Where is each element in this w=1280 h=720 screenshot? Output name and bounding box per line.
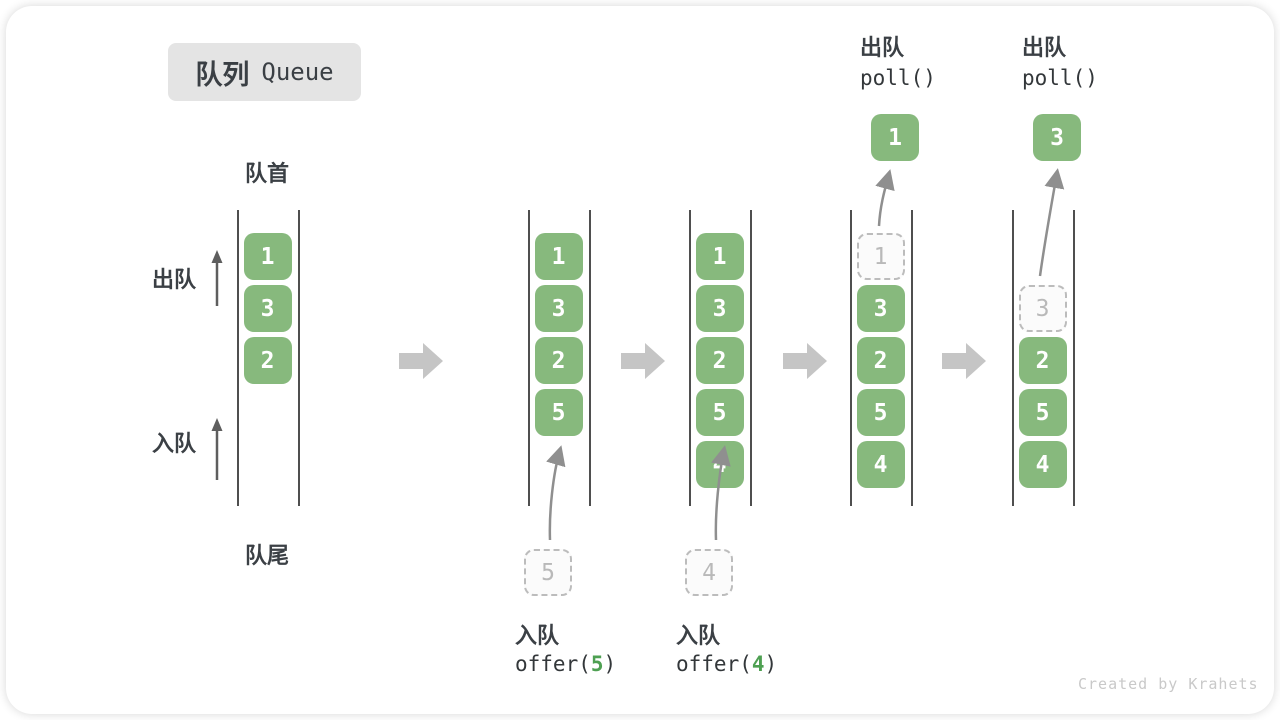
enqueue-item-pending: 4 [685, 549, 733, 596]
queue-wall-right [1073, 210, 1075, 506]
title-box: 队列 Queue [168, 43, 361, 101]
removed-item-placeholder: 3 [1018, 285, 1067, 332]
queue-item: 5 [695, 389, 744, 436]
up-arrow-icon [211, 418, 223, 480]
curved-arrow-enqueue-5 [546, 445, 566, 541]
queue-item: 2 [1018, 337, 1067, 384]
queue-wall-right [750, 210, 752, 506]
queue-item: 4 [856, 441, 905, 488]
removed-item-placeholder: 1 [856, 233, 905, 280]
enqueue-op-code: offer(5) [515, 652, 617, 676]
dequeue-op-code: poll() [1022, 66, 1098, 90]
queue-wall-right [911, 210, 913, 506]
enqueue-item-pending: 5 [524, 549, 572, 596]
queue-item: 3 [856, 285, 905, 332]
title-zh: 队列 [195, 59, 250, 90]
dequeue-op-code: poll() [860, 66, 936, 90]
up-arrow-icon [211, 250, 223, 306]
queue-item: 1 [243, 233, 292, 280]
queue-wall-left [528, 210, 530, 506]
enqueue-op-code: offer(4) [676, 652, 778, 676]
queue-item: 3 [243, 285, 292, 332]
dequeue-side-label: 出队 [152, 267, 197, 292]
queue-rear-label: 队尾 [245, 543, 290, 568]
dequeued-item: 1 [871, 114, 919, 161]
enqueue-op-label: 入队 [515, 623, 560, 648]
curved-arrow-dequeue-3 [1038, 168, 1065, 277]
queue-wall-left [689, 210, 691, 506]
queue-wall-left [850, 210, 852, 506]
queue-item: 1 [534, 233, 583, 280]
queue-wall-right [589, 210, 591, 506]
dequeue-op-label: 出队 [860, 35, 905, 60]
enqueue-side-label: 入队 [152, 431, 197, 456]
title-en: Queue [261, 58, 334, 86]
queue-item: 2 [243, 337, 292, 384]
queue-wall-right [298, 210, 300, 506]
queue-item: 2 [856, 337, 905, 384]
enqueue-op-label: 入队 [676, 623, 721, 648]
flow-arrow-icon [399, 343, 443, 379]
queue-item: 5 [1018, 389, 1067, 436]
watermark: Created by Krahets [1078, 675, 1259, 693]
queue-item: 5 [856, 389, 905, 436]
flow-arrow-icon [621, 343, 665, 379]
queue-item: 3 [695, 285, 744, 332]
enqueue-arg: 4 [751, 652, 765, 676]
queue-wall-left [1012, 210, 1014, 506]
curved-arrow-enqueue-4 [711, 445, 731, 541]
queue-item: 1 [695, 233, 744, 280]
queue-item: 2 [534, 337, 583, 384]
enqueue-arg: 5 [590, 652, 604, 676]
flow-arrow-icon [942, 343, 986, 379]
flow-arrow-icon [783, 343, 827, 379]
queue-item: 4 [1018, 441, 1067, 488]
queue-item: 2 [695, 337, 744, 384]
queue-item: 5 [534, 389, 583, 436]
dequeue-op-label: 出队 [1022, 35, 1067, 60]
queue-item: 3 [534, 285, 583, 332]
dequeued-item: 3 [1033, 114, 1081, 161]
curved-arrow-dequeue-1 [875, 169, 895, 227]
queue-wall-left [237, 210, 239, 506]
queue-front-label: 队首 [245, 161, 290, 186]
